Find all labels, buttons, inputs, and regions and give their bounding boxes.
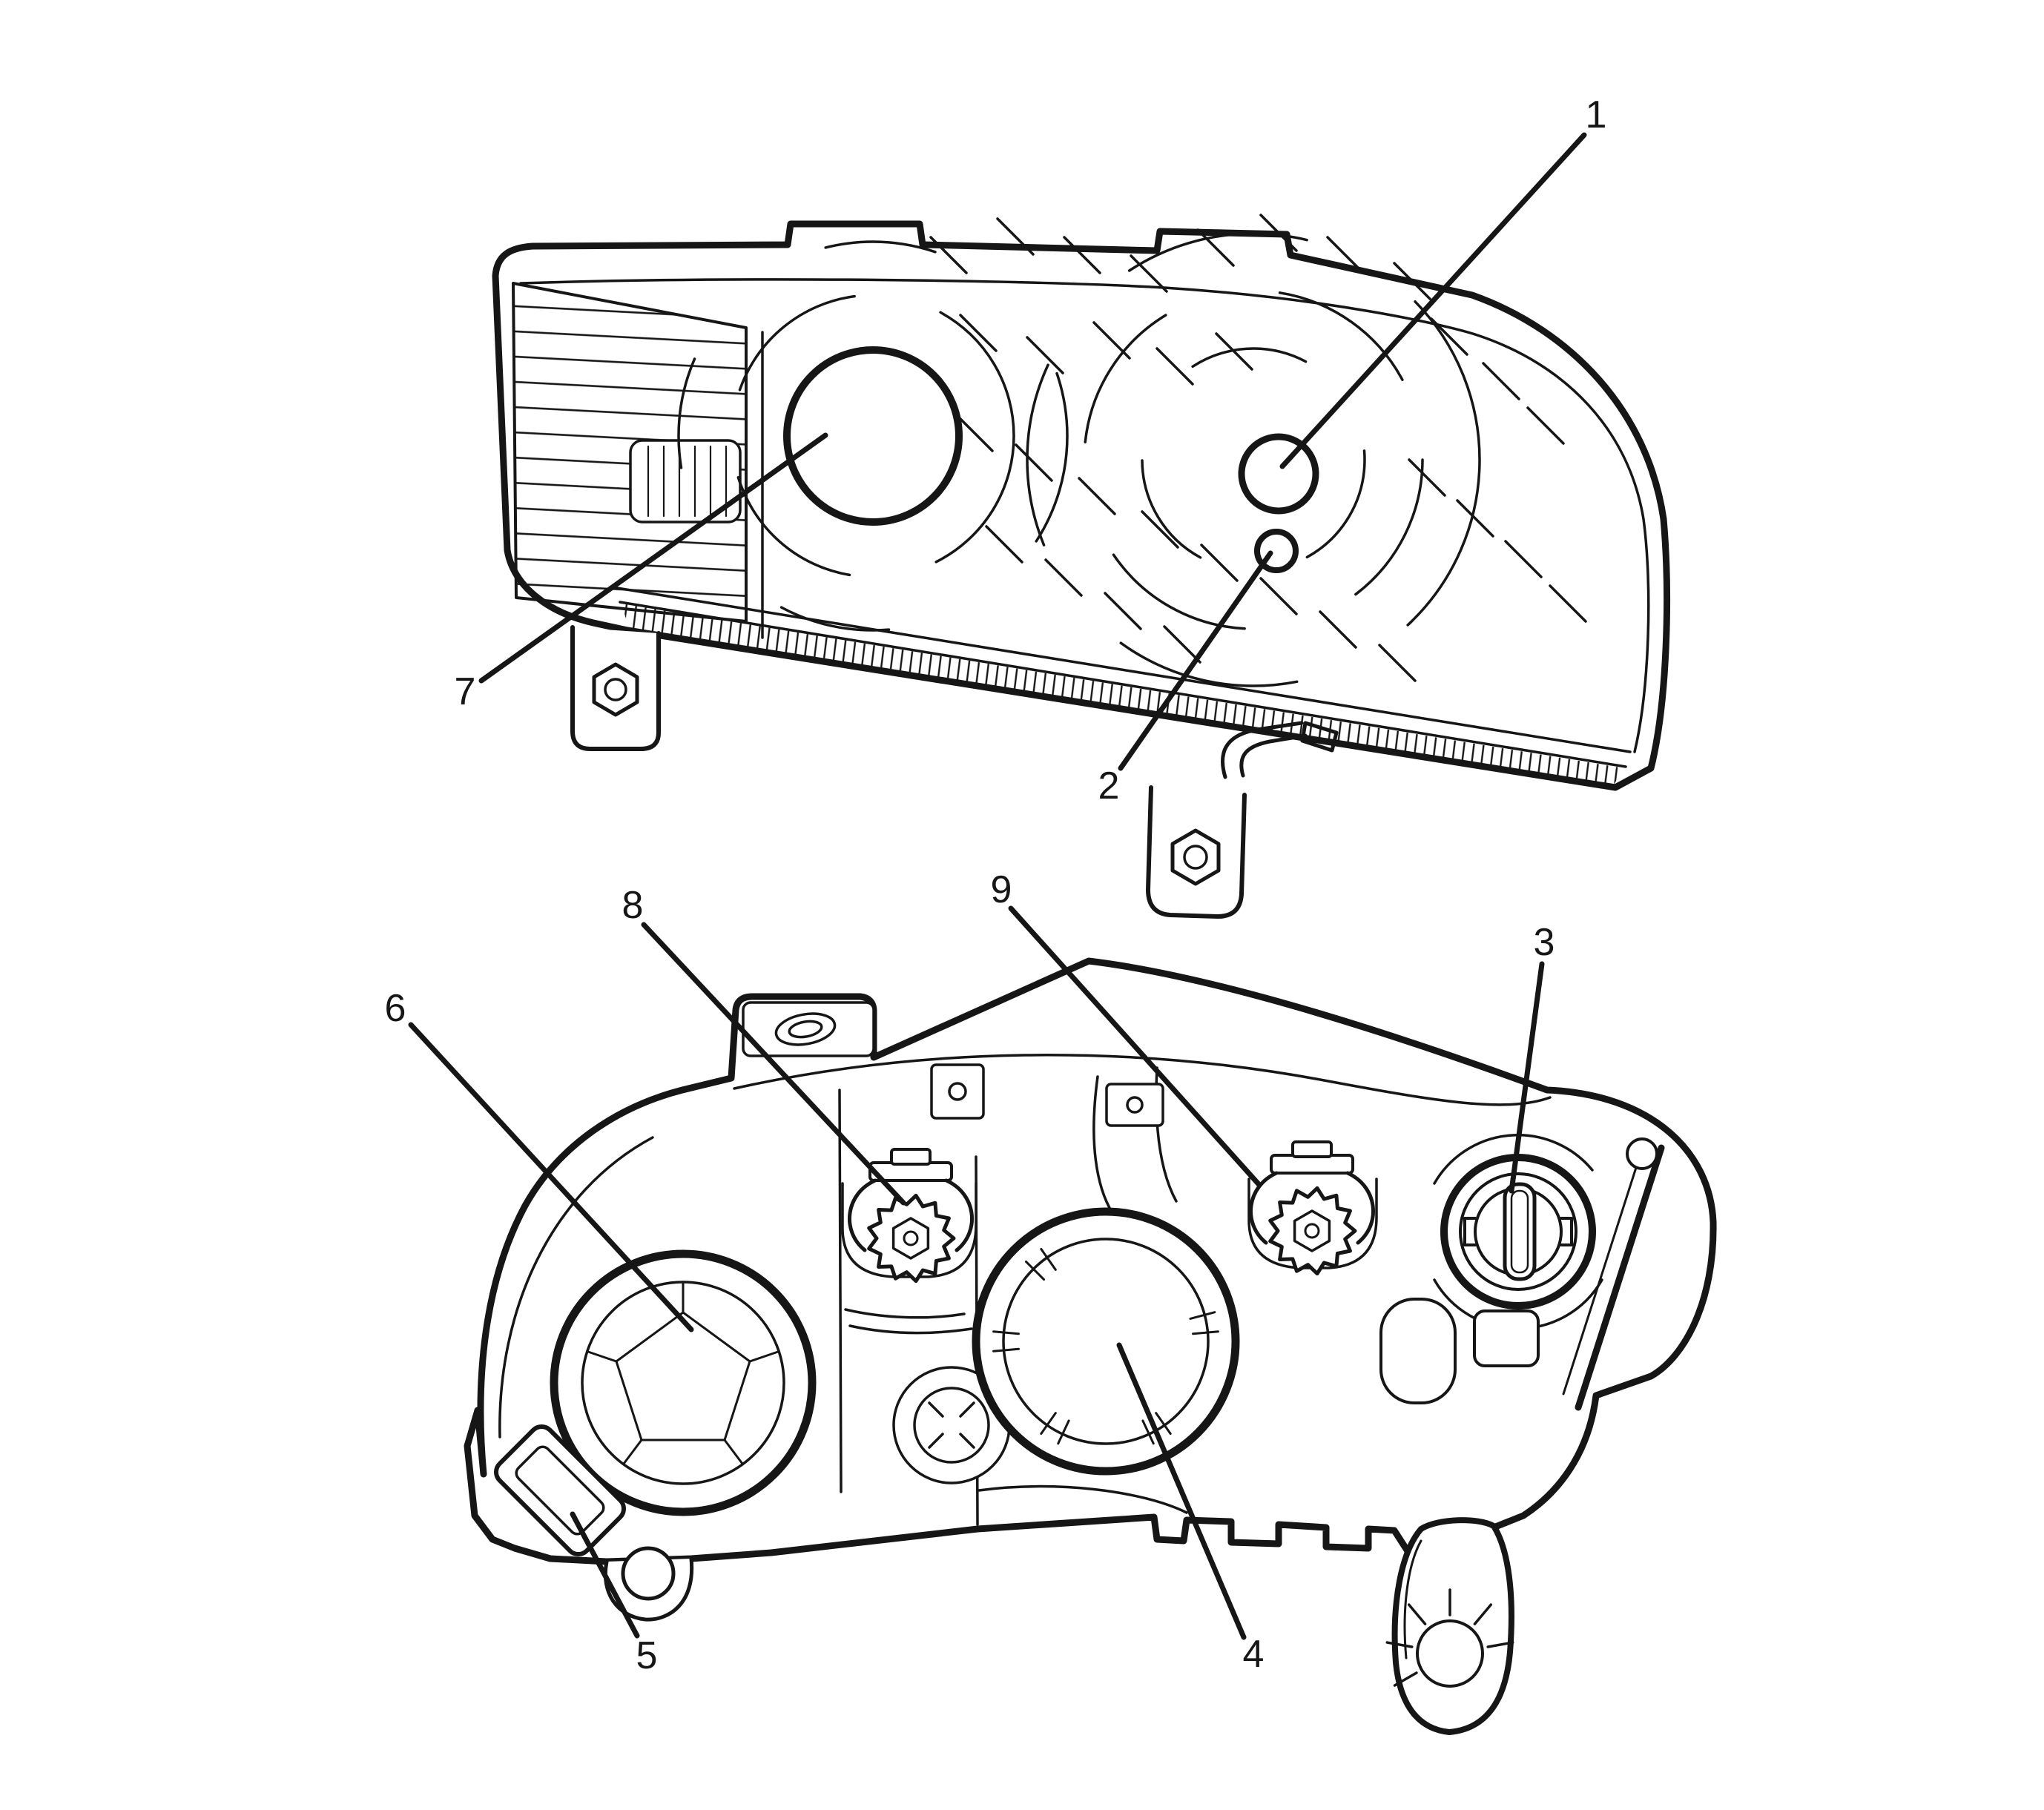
top-tab-a <box>930 1063 985 1120</box>
bulb-circle-1 <box>1238 433 1319 515</box>
wiring-tab <box>493 1424 627 1557</box>
lowbeam-opening <box>550 1249 817 1516</box>
hex-nut <box>1170 828 1221 886</box>
leader-line <box>478 432 828 684</box>
leader-line <box>570 1511 640 1639</box>
mounting-tab-center <box>1146 785 1247 919</box>
highbeam-arcs <box>1026 232 1481 687</box>
callout-label: 5 <box>636 1634 658 1677</box>
highbeam-opening <box>972 1207 1240 1476</box>
leader-line <box>408 1022 694 1332</box>
mounting-bracket <box>1385 1517 1514 1735</box>
leader-line <box>1118 550 1273 771</box>
callout-label: 2 <box>1098 764 1120 807</box>
leader-line <box>1279 132 1587 469</box>
leader-line <box>1116 1342 1247 1640</box>
breather-boss <box>604 1546 694 1622</box>
leader-line <box>1008 905 1262 1188</box>
hex-nut <box>592 662 639 717</box>
adjuster-gear-8 <box>848 1148 974 1284</box>
callout-label: 4 <box>1243 1633 1265 1676</box>
callout-9: 9 <box>991 868 1262 1188</box>
callout-1: 1 <box>1279 93 1607 469</box>
callout-3: 3 <box>1509 921 1555 1194</box>
callout-label: 9 <box>991 868 1012 911</box>
front-view-drawing <box>492 214 1670 919</box>
callouts: 1 2 7 8 9 6 3 5 4 <box>385 93 1607 1677</box>
callout-label: 3 <box>1534 921 1555 964</box>
top-screw-boss <box>742 1001 875 1057</box>
right-lobe-strut <box>1562 1137 1665 1411</box>
vent-hole <box>892 1366 1011 1484</box>
top-tab-b <box>1105 1083 1164 1127</box>
callout-label: 1 <box>1586 93 1607 136</box>
callout-4: 4 <box>1116 1342 1265 1676</box>
callout-8: 8 <box>622 884 906 1206</box>
callout-5: 5 <box>570 1511 658 1677</box>
rear-view-drawing <box>464 957 1717 1735</box>
square-boss <box>1473 1309 1540 1367</box>
callout-label: 6 <box>385 987 406 1030</box>
leader-line <box>641 922 906 1206</box>
callout-label: 7 <box>455 670 476 713</box>
retaining-clip <box>1221 721 1339 779</box>
lens-lower-strip <box>611 586 1632 785</box>
callout-label: 8 <box>622 884 644 927</box>
callout-2: 2 <box>1098 550 1273 807</box>
bulb-socket <box>1440 1154 1596 1309</box>
adjuster-gear-9 <box>1249 1140 1375 1276</box>
kidney-boss <box>1379 1298 1457 1404</box>
pivot-hole <box>1626 1137 1658 1170</box>
mounting-tab-left <box>570 625 661 751</box>
bulb-circle-2 <box>1254 529 1299 573</box>
leader-line <box>1509 961 1545 1194</box>
callout-7: 7 <box>455 432 828 713</box>
callout-6: 6 <box>385 987 694 1332</box>
lens-hatch-marks <box>929 214 1587 682</box>
